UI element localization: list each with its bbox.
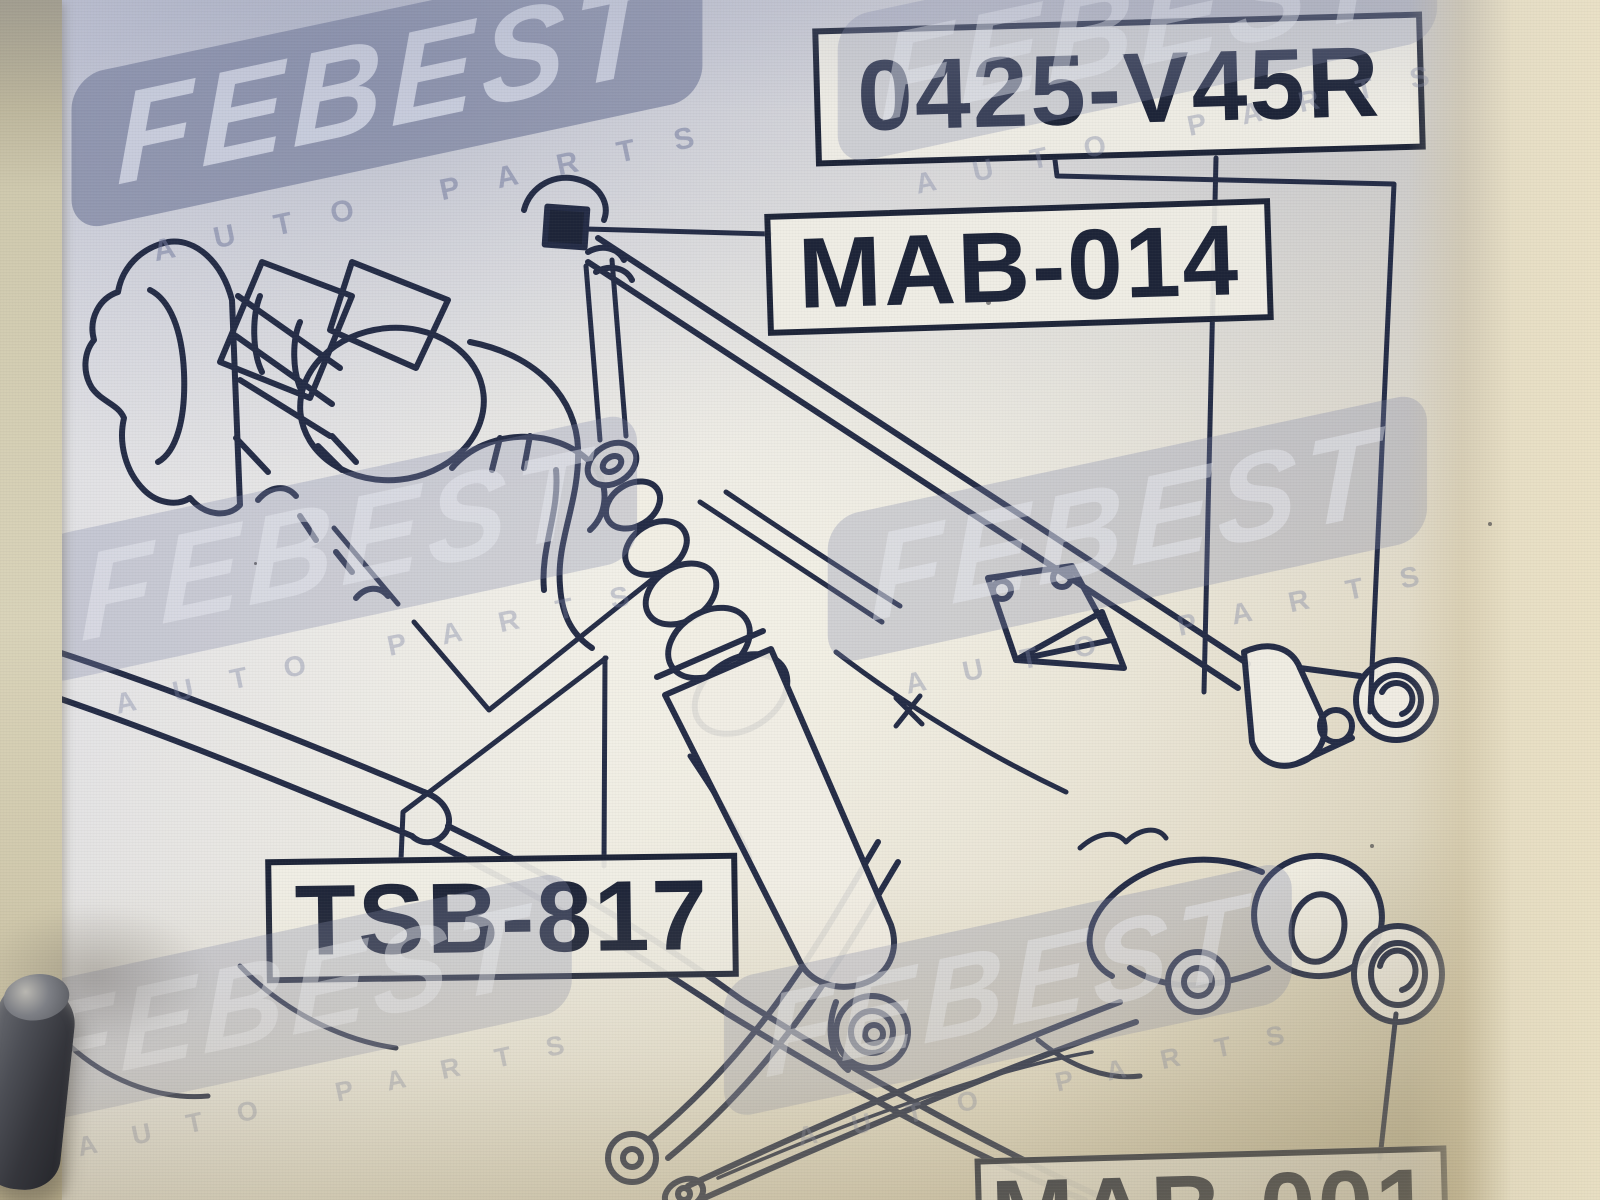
axle-flange bbox=[82, 238, 243, 517]
stabilizer-bar bbox=[55, 649, 427, 795]
dust-speck bbox=[1488, 522, 1492, 526]
bar-end-eye bbox=[605, 1131, 659, 1185]
dust-speck bbox=[1370, 844, 1374, 848]
dust-speck bbox=[986, 300, 991, 305]
track-rod-end bbox=[1241, 643, 1328, 769]
stabilizer-bushing bbox=[833, 993, 911, 1071]
part-label-shock-boot: TSB-817 bbox=[265, 852, 739, 984]
diff-opening bbox=[297, 324, 487, 484]
dust-speck bbox=[254, 562, 257, 565]
part-label-track-control-rod: 0425-V45R bbox=[812, 11, 1426, 167]
track-rod-top-bushing bbox=[541, 203, 591, 251]
part-label-track-rod-bushing: MAB-014 bbox=[764, 198, 1274, 336]
